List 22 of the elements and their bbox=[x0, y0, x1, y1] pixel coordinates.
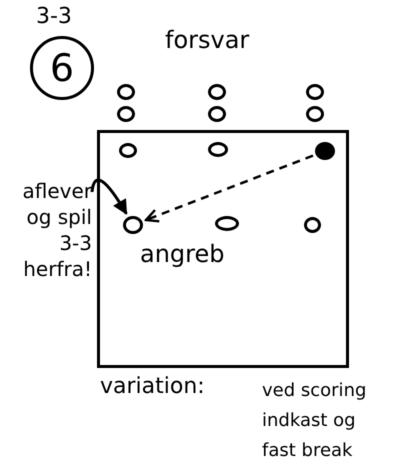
player-circle bbox=[304, 217, 321, 233]
ball-carrier-dot bbox=[315, 142, 335, 160]
arrow bbox=[90, 178, 128, 215]
variation-note: ved scoring indkast og fast break bbox=[262, 379, 368, 463]
pass-arrow bbox=[144, 154, 314, 222]
player-circle bbox=[215, 216, 239, 231]
player-circle bbox=[119, 143, 137, 158]
player-circle bbox=[208, 106, 226, 122]
formation-label: 3-3 bbox=[36, 4, 72, 29]
team-label: angreb bbox=[140, 240, 224, 268]
player-circle bbox=[306, 84, 324, 100]
player-circle bbox=[208, 84, 226, 100]
instruction-note: aflever og spil 3-3 herfra! bbox=[12, 178, 92, 282]
player-circle bbox=[117, 106, 135, 122]
player-circle bbox=[123, 216, 143, 234]
player-circle bbox=[306, 106, 324, 122]
player-circle bbox=[208, 142, 228, 157]
team-label: forsvar bbox=[165, 26, 250, 54]
player-circle bbox=[117, 84, 135, 100]
drill-number-circle: 6 bbox=[30, 36, 94, 100]
court-outline bbox=[97, 130, 349, 368]
variation-label: variation: bbox=[100, 374, 205, 399]
